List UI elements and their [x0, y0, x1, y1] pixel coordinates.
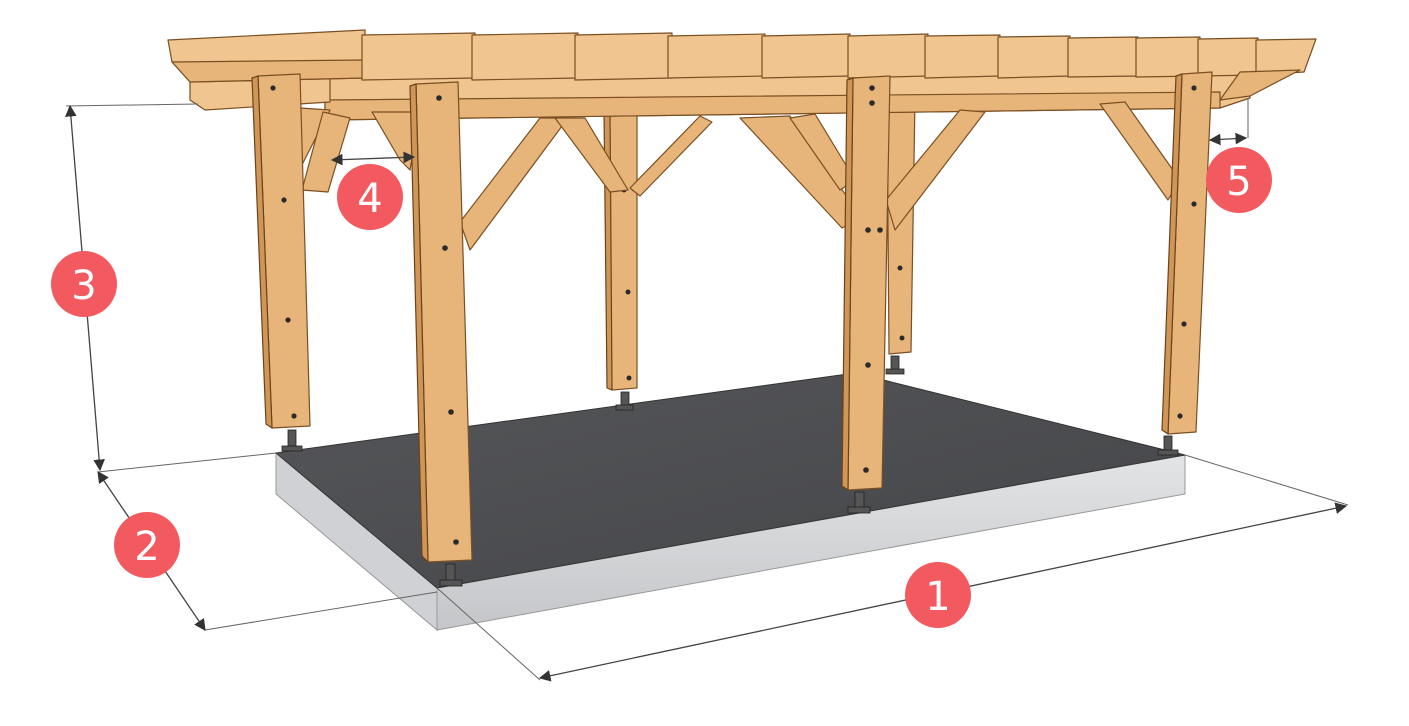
- callout-2-label: 2: [134, 524, 159, 570]
- callout-5-label: 5: [1226, 159, 1251, 205]
- callout-4-label: 4: [357, 176, 382, 222]
- callout-5: 5: [1206, 147, 1272, 213]
- dim-line-overhang-left: [330, 151, 416, 166]
- ext-line-1a: [436, 587, 541, 681]
- post-back-middle: [603, 107, 638, 411]
- callout-2-circle: [114, 512, 180, 578]
- callout-3-label: 3: [71, 263, 96, 309]
- concrete-slab: [274, 372, 1186, 632]
- post-front-middle: [841, 75, 891, 514]
- ext-line-1b: [1184, 454, 1349, 506]
- callout-1-label: 1: [925, 574, 950, 620]
- braces: [275, 101, 1181, 251]
- beams: [189, 71, 1251, 121]
- post-back-right: [885, 97, 916, 375]
- callout-2: 2: [114, 512, 180, 578]
- dim-line-overhang-right: [1208, 132, 1248, 146]
- post-left-back: [251, 73, 311, 452]
- ext-line-3a: [65, 103, 199, 107]
- callout-4: 4: [337, 164, 403, 230]
- callout-4-circle: [337, 164, 403, 230]
- post-front-right: [1157, 71, 1213, 456]
- callout-5-circle: [1206, 147, 1272, 213]
- post-front-left: [409, 81, 473, 587]
- front-posts: [251, 71, 1213, 587]
- callout-1: 1: [905, 562, 971, 628]
- callout-3-circle: [51, 251, 117, 317]
- callout-3: 3: [51, 251, 117, 317]
- ext-line-2b: [204, 591, 438, 631]
- roof-rafters: [167, 29, 1317, 101]
- ext-line-2a: [97, 452, 277, 473]
- callout-1-circle: [905, 562, 971, 628]
